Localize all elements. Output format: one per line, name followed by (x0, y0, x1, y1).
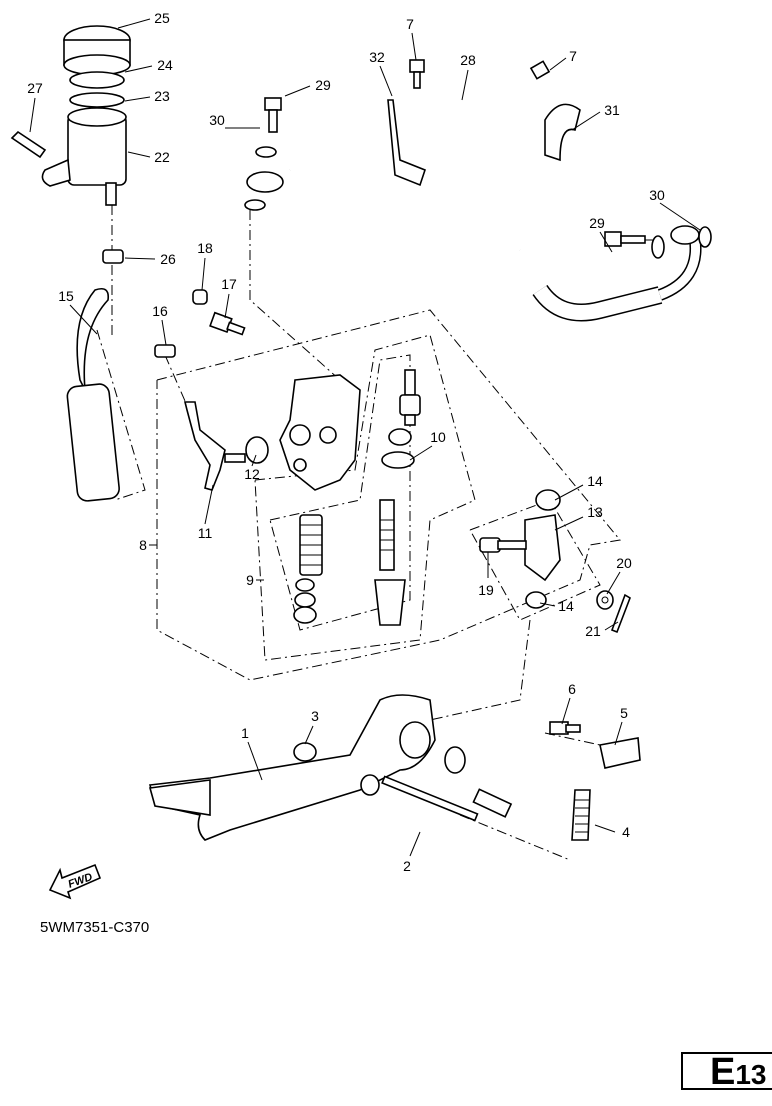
callout-c19: 19 (478, 582, 494, 598)
leader-line-c28 (461, 69, 469, 101)
callout-c31: 31 (604, 102, 620, 118)
leader-line-c24 (124, 65, 153, 73)
callout-c10: 10 (430, 429, 446, 445)
assembly-outlines (96, 205, 655, 861)
boot-12 (245, 436, 269, 464)
rod-to-pedal-line (429, 619, 531, 721)
callout-c14b: 14 (558, 598, 574, 614)
callout-c9: 9 (246, 572, 254, 588)
callout-c18: 18 (197, 240, 213, 256)
callout-c16: 16 (152, 303, 168, 319)
callout-c20: 20 (616, 555, 632, 571)
clip-26 (102, 249, 124, 264)
callout-c11: 11 (198, 525, 213, 541)
callout-c23: 23 (154, 88, 170, 104)
callout-c30b: 30 (649, 187, 665, 203)
hose-15-line (96, 329, 146, 501)
leader-line-c21 (604, 621, 619, 631)
callout-labels: 2524232227261518171612118910141319142021… (27, 10, 701, 874)
leader-line-c25 (117, 18, 151, 29)
leader-line-c16 (161, 319, 167, 346)
callout-c6: 6 (568, 681, 576, 697)
drawing-code: 5WM7351-C370 (40, 919, 150, 936)
leader-line-c26 (124, 257, 156, 260)
assembly-inner-outline (269, 354, 411, 631)
callout-c4: 4 (622, 824, 630, 840)
pushrod-11 (183, 401, 226, 491)
callout-c29b: 29 (589, 215, 605, 231)
leader-line-c23 (124, 96, 151, 102)
leader-line-c30b (659, 202, 701, 231)
callout-c13: 13 (587, 504, 603, 520)
piston-parts (293, 369, 421, 626)
leader-line-c3 (304, 725, 314, 745)
link-parts (479, 489, 631, 634)
callout-c24: 24 (157, 57, 173, 73)
callout-c2: 2 (403, 858, 411, 874)
leader-line-c5 (614, 721, 623, 746)
leader-line-c29a (284, 85, 311, 97)
leader-line-c32 (379, 65, 393, 97)
callout-c29a: 29 (315, 77, 331, 93)
hose-connection-line (249, 210, 341, 381)
leader-line-c17 (224, 293, 230, 319)
page-code-prefix: E (710, 1052, 736, 1090)
leader-line-c14b (539, 602, 556, 607)
bolts (192, 59, 712, 336)
leader-line-c14a (554, 484, 584, 501)
leader-line-c11 (204, 484, 214, 525)
callout-c15: 15 (58, 288, 74, 304)
leader-line-c27 (29, 97, 36, 133)
callout-c30a: 30 (209, 112, 225, 128)
bolt-line (544, 732, 601, 746)
clamp-31 (544, 103, 581, 162)
callout-c3: 3 (311, 708, 319, 724)
callout-c32: 32 (369, 49, 385, 65)
leader-line-c7b (549, 57, 567, 71)
callout-c22: 22 (154, 149, 170, 165)
assembly-8-outline (156, 309, 621, 681)
assembly-9-outline (254, 334, 476, 661)
link-13-outline (469, 499, 601, 621)
hose-15 (76, 287, 110, 391)
leader-line-c4 (594, 824, 616, 833)
brake-hose-28 (246, 100, 702, 322)
callout-c1: 1 (241, 725, 249, 741)
spring-line (459, 814, 571, 861)
callout-c7b: 7 (569, 48, 577, 64)
leader-line-c10 (409, 445, 433, 461)
page-code-number: 13 (735, 1059, 767, 1090)
leader-line-c7a (411, 32, 417, 61)
leader-line-c31 (571, 111, 601, 131)
callout-c12: 12 (244, 466, 260, 482)
page-code-box: E13 (681, 1052, 772, 1090)
hose-15-lower (66, 383, 120, 502)
reservoir-assembly (10, 25, 131, 206)
leader-line-c13 (554, 516, 584, 531)
leader-line-c29b (599, 231, 613, 253)
callout-c28: 28 (460, 52, 476, 68)
brake-pedal-1 (148, 694, 641, 841)
callout-c25: 25 (154, 10, 170, 26)
callout-c26: 26 (160, 251, 176, 267)
leader-line-c20 (606, 571, 621, 595)
leader-line-c12 (251, 454, 257, 467)
leader-line-c22 (127, 151, 151, 158)
leader-line-c1 (247, 741, 263, 781)
clip-16 (154, 344, 176, 358)
fwd-arrow[interactable]: FWD (48, 863, 102, 900)
leader-line-c15 (69, 304, 98, 335)
callout-c17: 17 (221, 276, 237, 292)
callout-c14a: 14 (587, 473, 603, 489)
callout-c5: 5 (620, 705, 628, 721)
leader-line-c6 (561, 697, 571, 725)
callout-c8: 8 (139, 537, 147, 553)
callout-c21: 21 (585, 623, 601, 639)
leader-line-c18 (201, 257, 206, 291)
callout-c27: 27 (27, 80, 43, 96)
leader-line-c2 (409, 831, 421, 857)
bracket-32 (387, 99, 426, 187)
callout-c7a: 7 (406, 16, 414, 32)
